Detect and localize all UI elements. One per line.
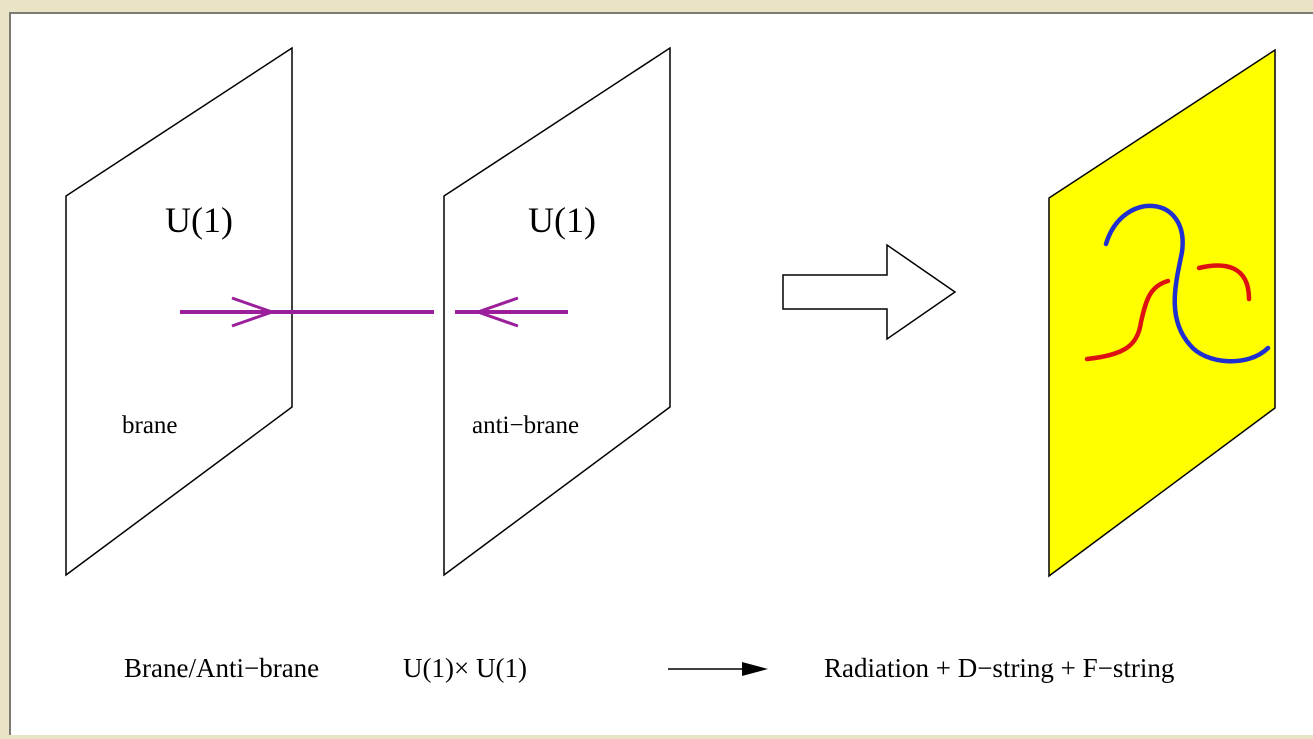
anti-brane-plane (443, 46, 671, 577)
f-string-curve-2 (1196, 263, 1252, 302)
left-u1-label: U(1) (165, 200, 233, 240)
arrow-right-icon (231, 296, 277, 328)
transition-arrow-icon (782, 243, 957, 341)
anti-brane-label: anti−brane (472, 412, 579, 439)
caption-gauge-group: U(1)× U(1) (403, 653, 527, 683)
d-string-curve (1103, 203, 1271, 364)
right-u1-label: U(1) (528, 200, 596, 240)
arrow-left-icon (473, 296, 519, 328)
resulting-brane-plane (1048, 48, 1276, 578)
caption-arrow-head-icon (742, 662, 768, 676)
brane-label: brane (122, 412, 178, 439)
brane-plane (65, 46, 293, 577)
caption-final-state: Radiation + D−string + F−string (824, 653, 1174, 683)
caption-initial-state: Brane/Anti−brane (124, 653, 319, 683)
f-string-curve (1084, 278, 1171, 362)
